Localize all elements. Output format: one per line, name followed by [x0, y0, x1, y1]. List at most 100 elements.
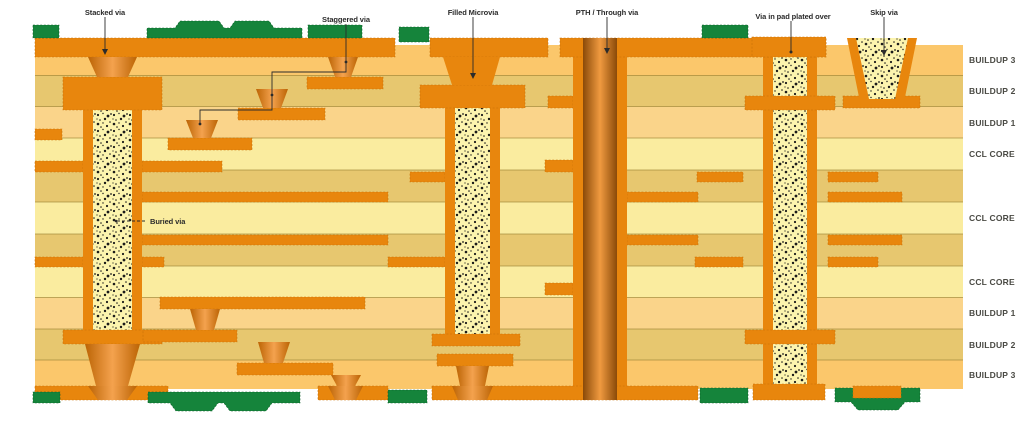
- solder-mask-patch: [146, 20, 303, 39]
- copper-trace: [827, 171, 879, 183]
- layer-label-buildup1-bottom: BUILDUP 1: [969, 308, 1016, 318]
- solder-mask-patch: [387, 389, 428, 404]
- copper-trace: [409, 171, 446, 183]
- staggered-via-pad: [159, 296, 366, 310]
- leader-staggered-via: [199, 24, 347, 124]
- filled-microvia-pad: [419, 84, 526, 109]
- staggered-via-pad: [236, 362, 334, 376]
- arrowhead: [102, 49, 108, 55]
- copper-trace: [141, 234, 389, 246]
- via-in-pad-wall: [807, 45, 817, 392]
- staggered-via-pad: [142, 329, 238, 343]
- solder-mask-patch: [147, 391, 301, 412]
- microvia-pad: [436, 353, 514, 367]
- copper-trace: [141, 256, 165, 268]
- staggered-via-pad: [167, 137, 253, 151]
- staggered-bottom-cone-3: [331, 375, 361, 386]
- buried-via-fill: [93, 96, 132, 334]
- copper-trace: [544, 282, 574, 296]
- top-copper-sheet: [34, 37, 396, 58]
- via-labels: Stacked via Staggered via Filled Microvi…: [85, 8, 899, 226]
- microvia-pad: [431, 333, 521, 347]
- leader-dot: [344, 60, 348, 64]
- bottom-pad-in-mask: [852, 385, 902, 399]
- copper-trace: [827, 191, 903, 203]
- copper-trace: [626, 191, 699, 203]
- via-in-pad-wall: [763, 45, 773, 392]
- top-copper-sheet: [429, 37, 549, 58]
- label-buried-via: Buried via: [150, 217, 186, 226]
- arrowhead: [604, 48, 610, 54]
- copper-trace: [141, 160, 223, 173]
- staggered-bottom-cone-3-inner: [328, 386, 363, 400]
- layer-label-buildup3-top: BUILDUP 3: [969, 55, 1016, 65]
- copper-trace: [387, 256, 446, 268]
- stacked-via-cone-bottom-inner: [88, 386, 137, 400]
- layer-stack-labels: BUILDUP 3 BUILDUP 2 BUILDUP 1 CCL CORE C…: [969, 55, 1016, 380]
- microvia-cone-bottom: [456, 366, 489, 386]
- copper-traces-and-walls: [34, 38, 903, 400]
- label-staggered-via: Staggered via: [322, 15, 371, 24]
- staggered-bottom-cone-1: [190, 309, 220, 330]
- via-in-pad-bottom-pad: [752, 383, 826, 401]
- layer-label-ccl-core-3: CCL CORE: [969, 277, 1015, 287]
- copper-trace: [141, 191, 389, 203]
- stacked-via-cone-bottom: [85, 344, 140, 386]
- copper-trace: [827, 256, 879, 268]
- label-skip-via: Skip via: [870, 8, 898, 17]
- leader-dot: [270, 93, 274, 97]
- stacked-via-pad: [62, 76, 163, 111]
- buried-via-wall: [490, 97, 500, 337]
- layer-label-buildup2-top: BUILDUP 2: [969, 86, 1016, 96]
- arrowhead: [470, 73, 476, 79]
- label-filled-microvia: Filled Microvia: [448, 8, 500, 17]
- solder-mask-patch: [32, 24, 60, 39]
- staggered-via-cone-3: [186, 120, 218, 138]
- label-pth-through-via: PTH / Through via: [576, 8, 639, 17]
- copper-trace: [34, 128, 63, 141]
- layer-label-buildup2-bottom: BUILDUP 2: [969, 340, 1016, 350]
- solder-mask-patch: [398, 26, 430, 43]
- copper-trace: [696, 171, 744, 183]
- label-stacked-via: Stacked via: [85, 8, 126, 17]
- copper-trace: [34, 256, 84, 268]
- solder-mask-patch: [307, 24, 363, 39]
- bottom-copper-sheet: [431, 385, 699, 401]
- stacked-via-cone: [88, 57, 137, 77]
- microvia-cone-bottom-inner: [452, 386, 493, 400]
- copper-trace: [626, 234, 699, 246]
- staggered-via-pad: [237, 107, 326, 121]
- layer-label-ccl-core-2: CCL CORE: [969, 213, 1015, 223]
- buried-via-fill: [455, 97, 490, 337]
- via-in-pad-flange: [744, 95, 836, 111]
- staggered-via-pad: [306, 76, 384, 90]
- buried-via-wall: [445, 97, 455, 337]
- label-via-in-pad: Via in pad plated over: [755, 12, 830, 21]
- buried-via-wall: [132, 96, 142, 334]
- copper-trace: [34, 160, 84, 173]
- copper-trace: [827, 234, 903, 246]
- copper-trace: [694, 256, 744, 268]
- solder-mask-patch: [32, 391, 61, 404]
- skip-via-fill: [856, 38, 908, 99]
- filled-microvia-cone: [443, 57, 500, 85]
- copper-trace: [544, 159, 574, 173]
- via-in-pad-top-pad: [751, 36, 827, 58]
- annotation-leaders: [102, 17, 887, 223]
- layer-label-ccl-core-1: CCL CORE: [969, 149, 1015, 159]
- layer-label-buildup3-bottom: BUILDUP 3: [969, 370, 1016, 380]
- layer-label-buildup1-top: BUILDUP 1: [969, 118, 1016, 128]
- copper-trace: [547, 95, 574, 109]
- arrowhead: [881, 50, 887, 56]
- pth-wall: [617, 38, 627, 400]
- pth-wall: [573, 38, 583, 400]
- via-in-pad-flange: [744, 329, 836, 345]
- solder-mask-patch: [701, 24, 749, 39]
- solder-mask-patch: [699, 387, 749, 404]
- staggered-bottom-cone-2: [258, 342, 290, 363]
- leader-dot: [789, 50, 793, 54]
- leader-dot: [114, 219, 118, 223]
- buried-via-wall: [83, 96, 93, 334]
